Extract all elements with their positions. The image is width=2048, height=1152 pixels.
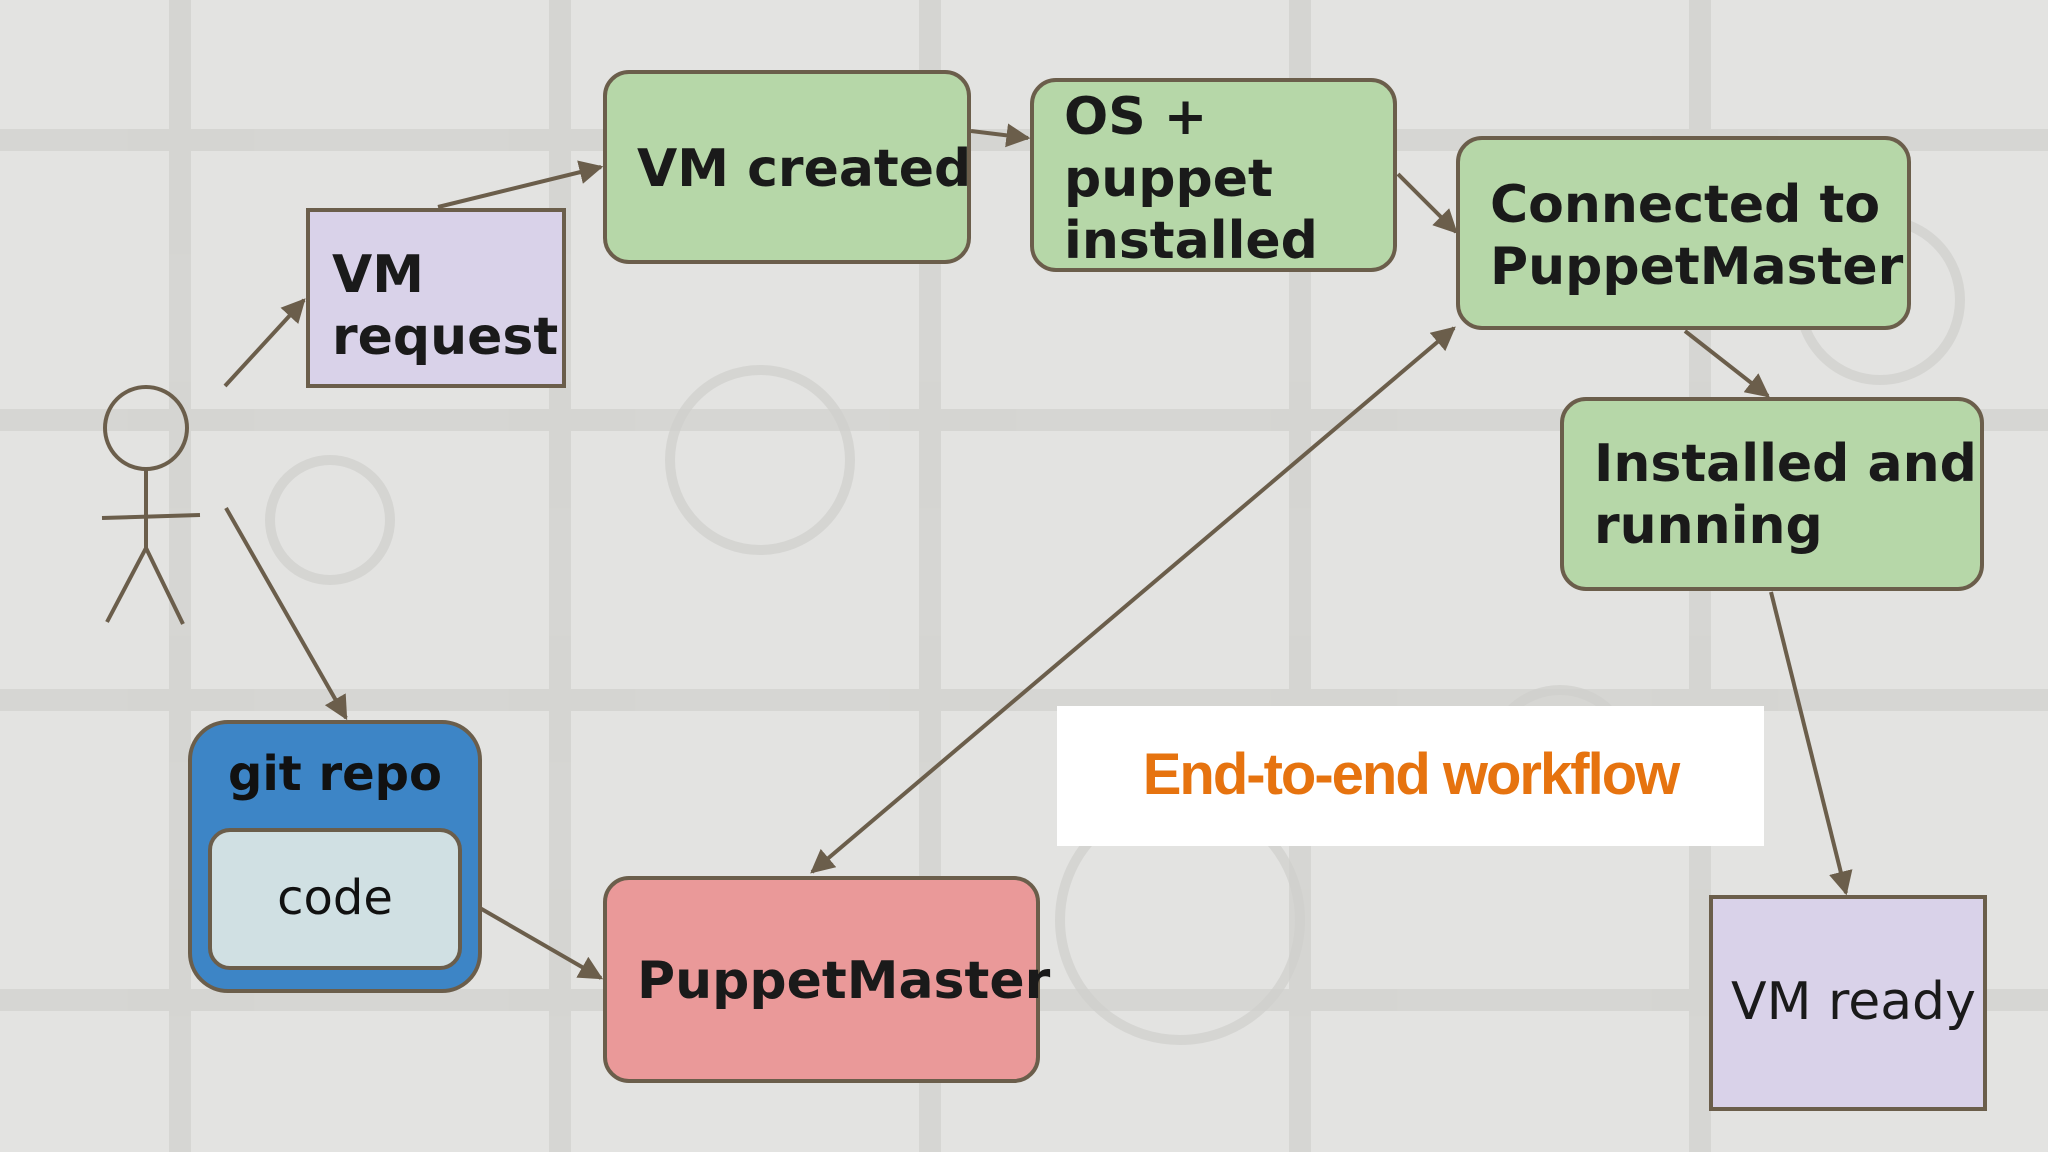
label-line: PuppetMaster <box>637 951 1051 1011</box>
vm-ready-label: VM ready <box>1731 971 1976 1033</box>
label-line: request <box>332 307 559 367</box>
workflow-title: End-to-end workflow <box>1142 742 1681 807</box>
label-line: VM created <box>637 139 972 199</box>
label-line: VM <box>332 245 424 305</box>
label-line: Connected to <box>1490 175 1881 235</box>
git-repo-container: git repo code <box>188 720 482 993</box>
label-line: puppet <box>1064 149 1273 209</box>
vm-created-label: VM created <box>637 138 971 200</box>
label-line: installed <box>1064 211 1318 271</box>
code-box: code <box>208 828 462 970</box>
workflow-title-banner: End-to-end workflow <box>1057 706 1764 846</box>
puppetmaster-box: PuppetMaster <box>603 876 1050 1083</box>
label-line: VM ready <box>1731 972 1976 1032</box>
label-line: PuppetMaster <box>1490 237 1904 297</box>
git-repo-label: git repo <box>227 746 443 802</box>
vm-ready-box: VM ready <box>1709 895 1987 1111</box>
label-line: Installed and <box>1594 434 1977 494</box>
label-line: running <box>1594 496 1823 556</box>
label-line: OS + <box>1064 87 1208 147</box>
puppetmaster-label: PuppetMaster <box>637 950 1050 1012</box>
code-label: code <box>277 870 393 926</box>
vm-created-box: VM created <box>603 70 971 264</box>
